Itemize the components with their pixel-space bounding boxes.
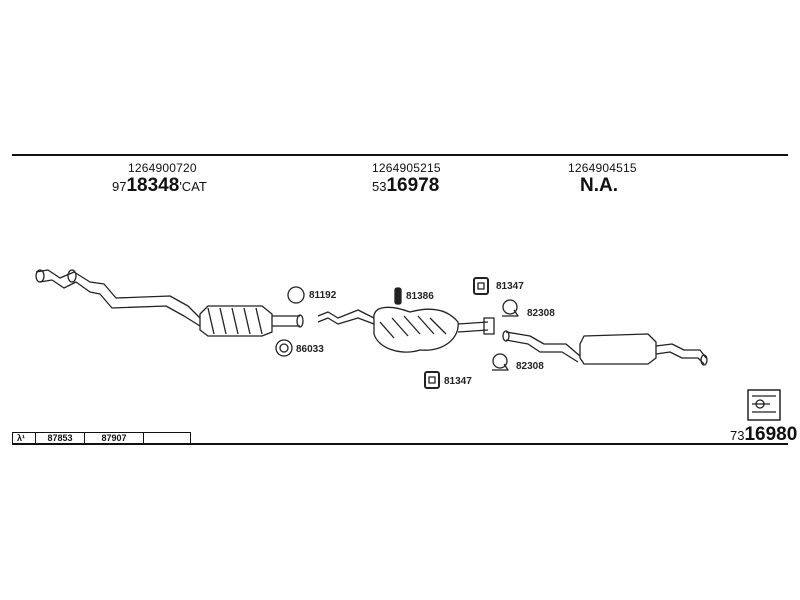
gasket-ring-icon <box>275 339 293 357</box>
part-number-3: N.A. <box>580 175 618 197</box>
oe-number-1: 1264900720 <box>128 161 197 175</box>
front-pipe-drawing <box>35 269 201 327</box>
label-hanger-top: 82308 <box>527 308 555 319</box>
rubber-mount-icon-top <box>473 277 489 295</box>
oe-number-2: 1264905215 <box>372 161 441 175</box>
part-main: N.A. <box>580 175 618 196</box>
oe-number-3: 1264904515 <box>568 161 637 175</box>
part-number-1: 9718348'CAT <box>112 175 207 197</box>
part-main: 18348 <box>126 175 180 196</box>
label-rubber-top: 81347 <box>496 281 524 292</box>
hanger-icon-top <box>502 299 519 317</box>
label-hanger-bottom: 82308 <box>516 361 544 372</box>
top-rule <box>12 154 788 156</box>
catalytic-converter-drawing <box>199 305 304 337</box>
part-number-2: 5316978 <box>372 175 439 197</box>
part-prefix: 53 <box>372 179 387 194</box>
part-main: 16978 <box>386 175 440 196</box>
label-rubber-bottom: 81347 <box>444 376 472 387</box>
kit-number: 7316980 <box>730 424 797 446</box>
kit-box-icon <box>747 389 781 421</box>
hanger-icon-bottom <box>492 353 509 371</box>
rubber-mount-icon-bottom <box>424 371 440 389</box>
bottom-rule <box>12 443 788 445</box>
kit-prefix: 73 <box>730 428 745 443</box>
part-suffix: 'CAT <box>179 179 207 194</box>
label-bolt: 81386 <box>406 291 434 302</box>
clamp-ring-icon <box>287 286 305 304</box>
label-gasket: 86033 <box>296 344 324 355</box>
centre-muffler-drawing <box>317 306 495 353</box>
rear-muffler-drawing <box>502 330 708 366</box>
label-clamp: 81192 <box>309 290 337 301</box>
kit-main: 16980 <box>744 424 798 445</box>
part-prefix: 97 <box>112 179 127 194</box>
bolt-icon <box>394 287 402 305</box>
